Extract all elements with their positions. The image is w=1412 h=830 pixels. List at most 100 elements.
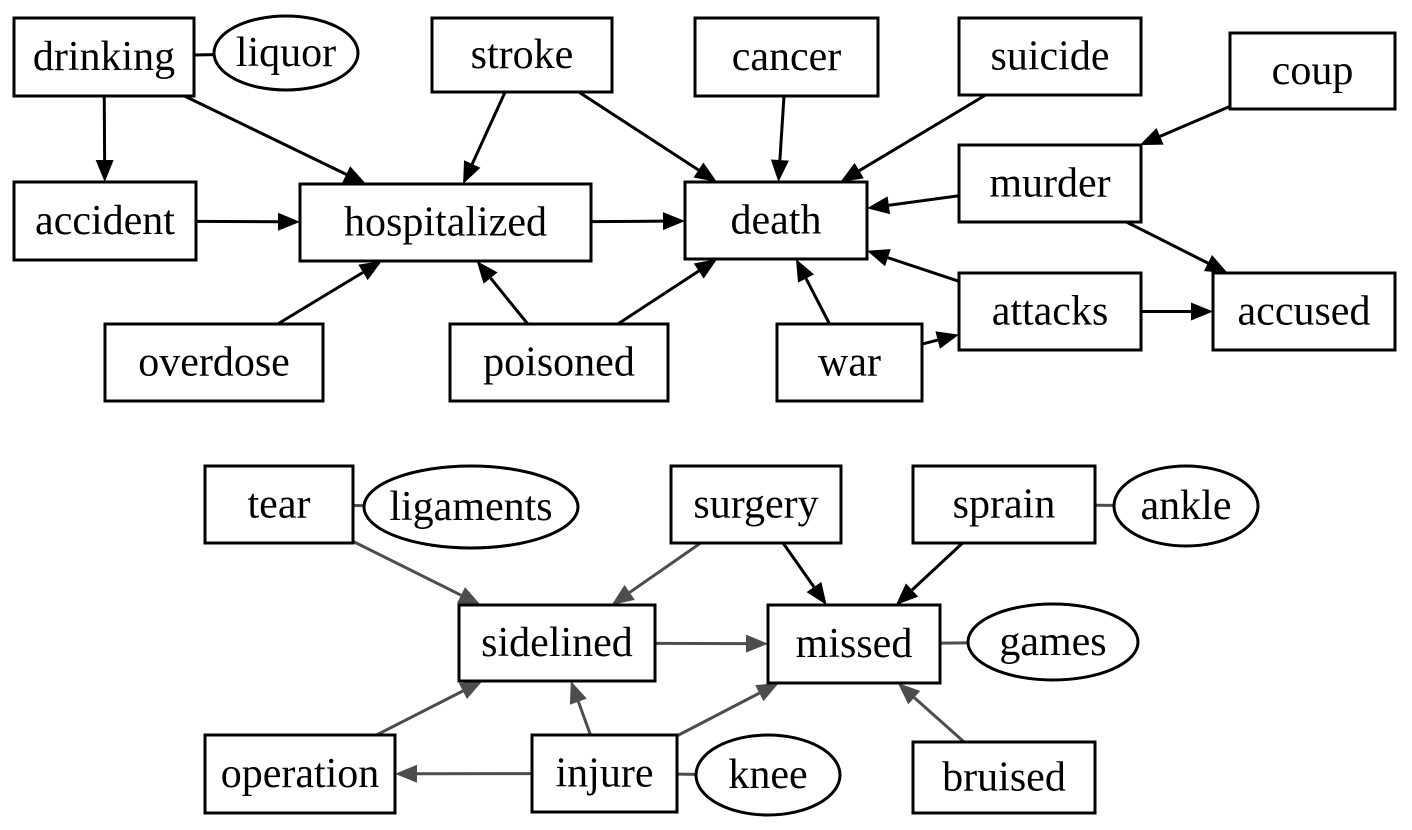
node-box — [911, 740, 1097, 815]
edge-surgery-to-sidelined — [611, 541, 702, 605]
node-box — [298, 182, 593, 263]
node-label: war — [818, 340, 881, 386]
node-box — [775, 322, 924, 403]
edge-line — [858, 93, 987, 172]
node-suicide: suicide — [957, 16, 1143, 97]
node-games: games — [966, 602, 1140, 682]
node-box — [693, 16, 880, 98]
arrowhead — [463, 160, 481, 184]
node-label: operation — [221, 751, 380, 797]
node-sidelined: sidelined — [457, 603, 657, 683]
node-label: accident — [35, 198, 175, 244]
node-label: ligaments — [389, 484, 552, 530]
node-label: stroke — [471, 32, 574, 78]
node-box — [669, 464, 843, 545]
node-box — [457, 603, 657, 683]
node-label: suicide — [991, 34, 1110, 80]
edge-attacks-to-accused — [1141, 302, 1213, 321]
node-box — [957, 271, 1143, 352]
node-attacks: attacks — [957, 271, 1143, 352]
edge-war-to-death — [795, 259, 831, 325]
edge-line — [489, 277, 529, 325]
node-overdose: overdose — [103, 322, 325, 403]
node-ellipse — [1112, 464, 1260, 548]
node-label: hospitalized — [344, 200, 547, 246]
arrowhead — [935, 331, 959, 349]
node-box — [1211, 271, 1397, 352]
node-box — [911, 464, 1097, 545]
node-label: bruised — [942, 755, 1066, 801]
node-label: liquor — [236, 30, 336, 76]
edge-war-to-attacks — [921, 331, 959, 349]
node-death: death — [683, 180, 869, 261]
node-murder: murder — [957, 143, 1143, 224]
edge-injure-to-missed — [676, 683, 779, 738]
node-box — [430, 16, 614, 94]
node-hospitalized: hospitalized — [298, 182, 593, 263]
edge-cancer-to-death — [770, 95, 789, 182]
arrowhead — [840, 162, 864, 182]
arrowhead — [867, 249, 891, 267]
node-coup: coup — [1228, 31, 1397, 111]
edge-line — [576, 701, 592, 736]
arrowhead — [611, 585, 635, 605]
node-bruised: bruised — [911, 740, 1097, 815]
edge-line — [470, 91, 507, 165]
edge-coup-to-murder — [1139, 104, 1231, 145]
edge-line — [804, 277, 831, 325]
edge-line — [276, 271, 364, 326]
node-label: games — [999, 619, 1106, 665]
arrowhead — [806, 581, 827, 605]
node-sprain: sprain — [911, 464, 1097, 545]
edge-attacks-to-death — [867, 249, 960, 283]
node-label: tear — [248, 482, 311, 528]
edge-tear-to-sidelined — [352, 540, 481, 605]
node-box — [957, 143, 1143, 224]
edge-line — [676, 691, 761, 738]
node-ellipse — [362, 464, 580, 550]
node-ankle: ankle — [1112, 464, 1260, 548]
edge-line — [1125, 220, 1209, 265]
node-box — [766, 603, 942, 685]
arrowhead — [693, 162, 717, 182]
arrowhead — [897, 683, 921, 705]
edge-stroke-to-hospitalized — [463, 91, 507, 184]
arrowhead — [755, 683, 779, 702]
node-label: accused — [1238, 289, 1371, 335]
node-label: coup — [1272, 48, 1354, 94]
edge-line — [921, 338, 939, 346]
arrowhead — [745, 634, 768, 653]
node-label: surgery — [693, 482, 818, 528]
edge-line — [888, 194, 960, 207]
node-box — [683, 180, 869, 261]
arrowhead — [1191, 302, 1213, 321]
arrowhead — [895, 583, 919, 605]
node-accident: accident — [12, 180, 198, 262]
node-ligaments: ligaments — [362, 464, 580, 550]
edge-injure-to-sidelined — [569, 681, 592, 736]
edge-line — [913, 696, 966, 744]
edge-line — [183, 94, 347, 176]
edge-line — [617, 269, 700, 326]
arrowhead — [395, 764, 418, 783]
edge-line — [1159, 104, 1231, 138]
node-label: ankle — [1141, 483, 1232, 529]
edge-poisoned-to-death — [617, 259, 718, 326]
arrowhead — [342, 166, 367, 184]
edge-drinking-to-accident — [95, 95, 114, 182]
edge-line — [577, 90, 700, 172]
node-ellipse — [694, 733, 842, 817]
arrowhead — [458, 681, 483, 700]
node-label: poisoned — [483, 340, 635, 386]
node-box — [12, 180, 198, 262]
arrowhead — [457, 587, 481, 605]
node-box — [448, 322, 670, 403]
node-label: injure — [556, 751, 654, 797]
edge-sprain-to-missed — [895, 541, 964, 605]
node-box — [1228, 31, 1397, 111]
edge-stroke-to-death — [577, 90, 717, 182]
node-cancer: cancer — [693, 16, 880, 98]
edge-sidelined-to-missed — [654, 634, 768, 653]
